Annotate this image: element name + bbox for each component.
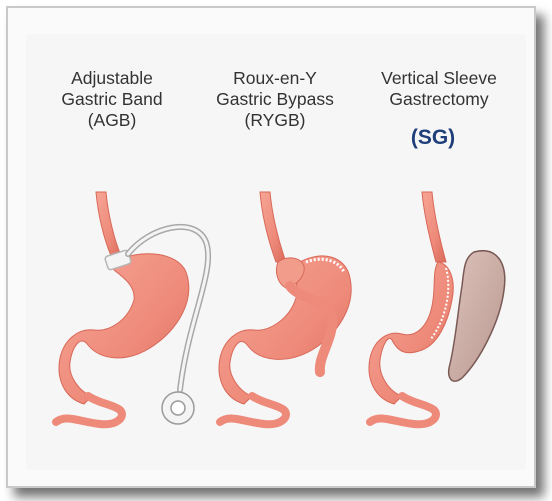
sg-intestine [370,396,436,424]
agb-intestine [56,396,122,424]
agb-stomach [59,254,189,404]
agb-port-center [171,401,185,415]
rygb-illustration [219,192,351,424]
sg-esophagus [422,192,446,262]
sg-sleeve-stomach [369,262,453,404]
rygb-esophagus [260,192,286,262]
agb-esophagus [96,192,122,258]
agb-illustration [56,192,208,424]
sg-removed-stomach [449,251,505,381]
sg-illustration [369,192,505,424]
rygb-intestine [220,396,286,424]
